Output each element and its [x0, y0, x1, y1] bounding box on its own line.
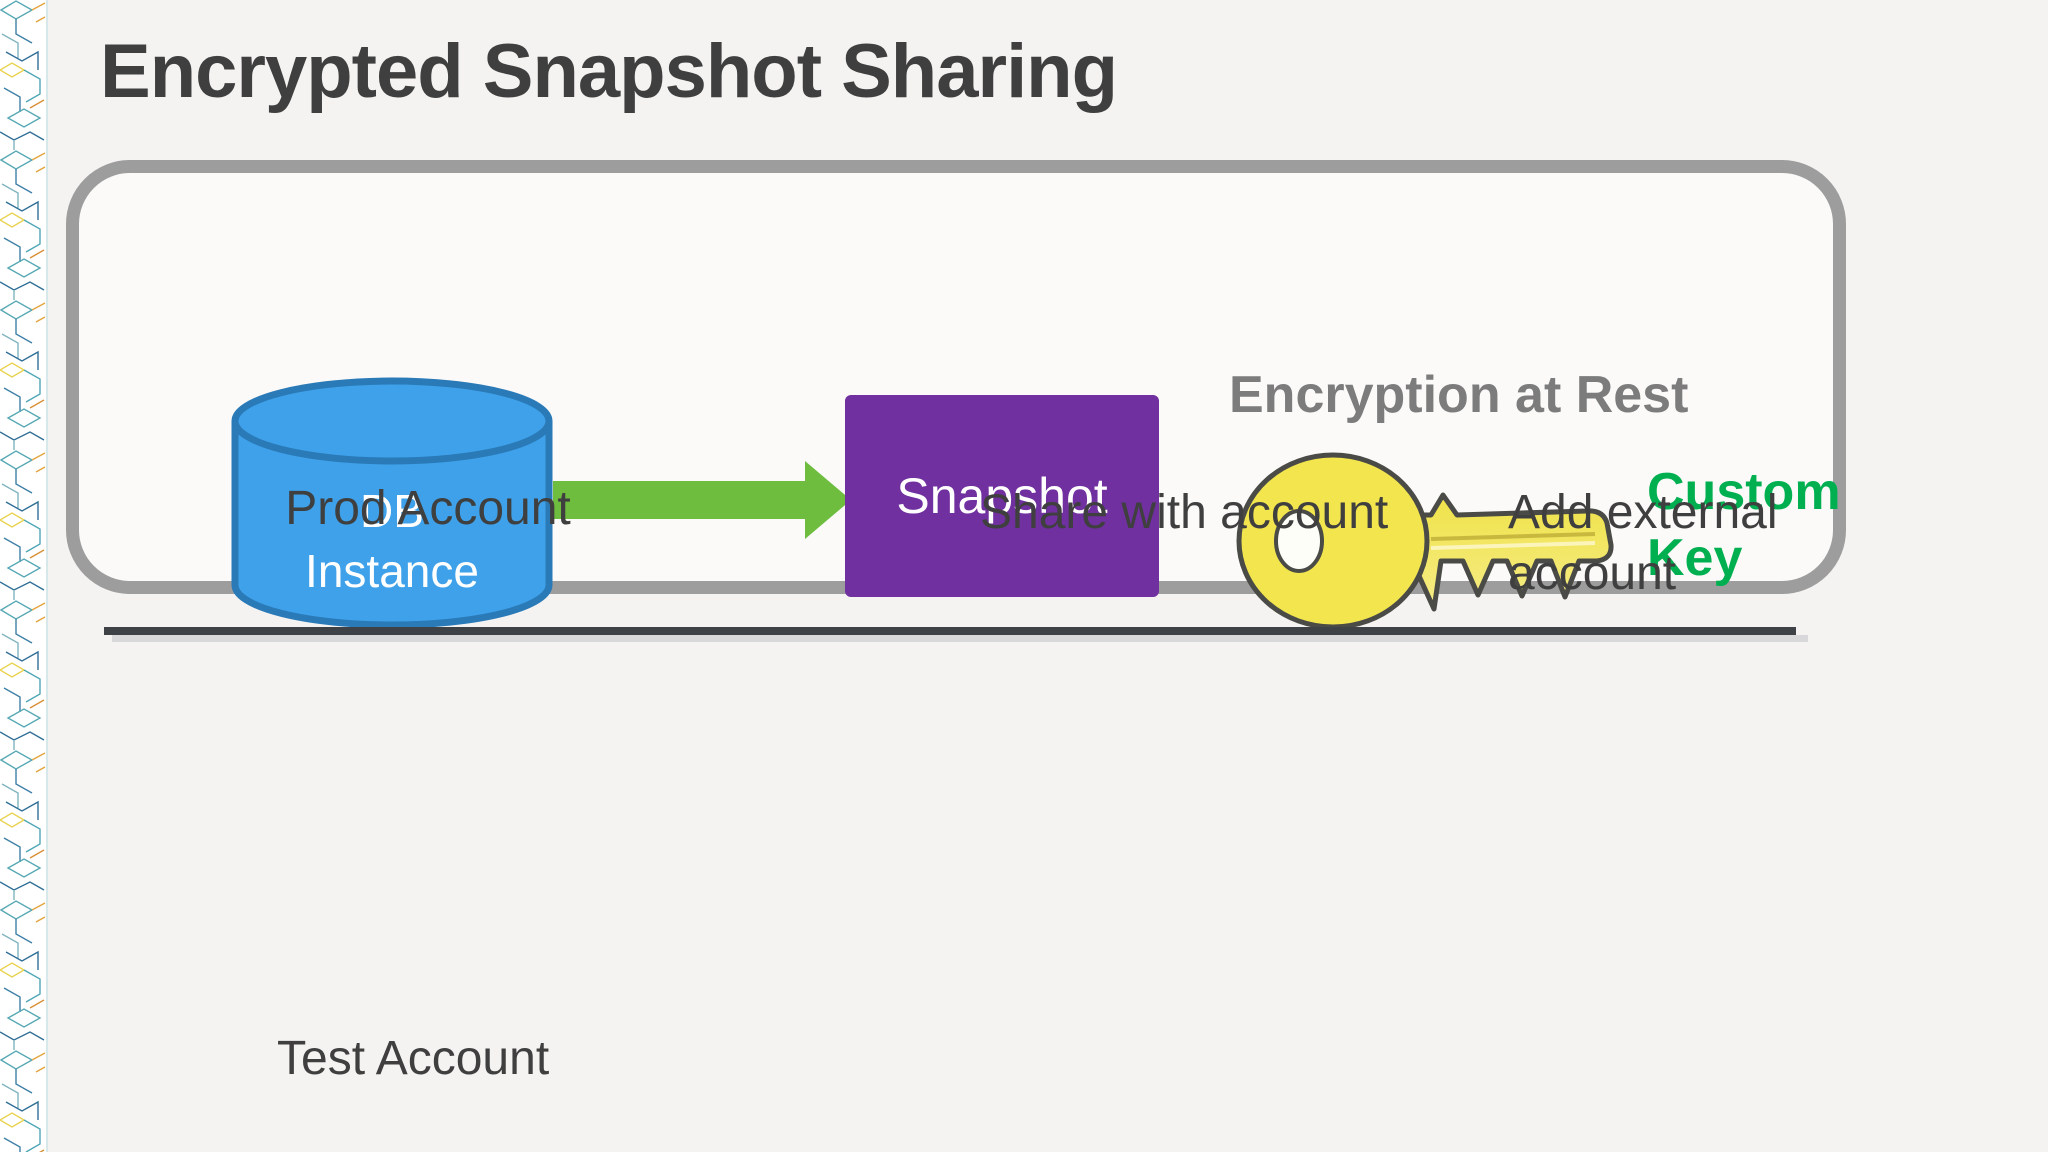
- flow-arrow-icon: [553, 461, 851, 539]
- db-instance-shape: DB Instance: [229, 377, 555, 629]
- share-with-account-caption: Share with account: [980, 486, 1389, 539]
- snapshot-label: Snapshot: [896, 468, 1108, 524]
- add-external-account-caption: Add external account: [1508, 482, 1778, 604]
- prod-account-container: DB Instance Snapshot Encryption at Rest: [66, 160, 1846, 630]
- circuit-pattern-decoration: [0, 0, 48, 1152]
- snapshot-box: Snapshot: [845, 395, 1159, 597]
- test-account-caption: Test Account: [277, 1032, 550, 1085]
- divider-shadow: [112, 635, 1808, 642]
- divider-line: [104, 627, 1796, 635]
- page-title: Encrypted Snapshot Sharing: [100, 29, 1118, 114]
- db-instance-label-line2: Instance: [305, 545, 479, 597]
- db-instance-label-line1: DB: [360, 485, 424, 537]
- add-external-account-line2: account: [1508, 547, 1677, 600]
- custom-key-label-line2: Key: [1647, 529, 1743, 587]
- custom-key-label-line1: Custom: [1647, 463, 1841, 521]
- flow-arrow: [553, 457, 853, 543]
- db-instance-label: DB Instance: [229, 481, 555, 601]
- prod-account-caption: Prod Account: [285, 482, 571, 535]
- encryption-at-rest-label: Encryption at Rest: [1229, 366, 1689, 424]
- db-cylinder-icon: [231, 377, 553, 629]
- custom-key-label: Custom Key: [1647, 459, 1841, 591]
- circuit-pattern-icon: [0, 0, 46, 1152]
- add-external-account-line1: Add external: [1508, 486, 1778, 539]
